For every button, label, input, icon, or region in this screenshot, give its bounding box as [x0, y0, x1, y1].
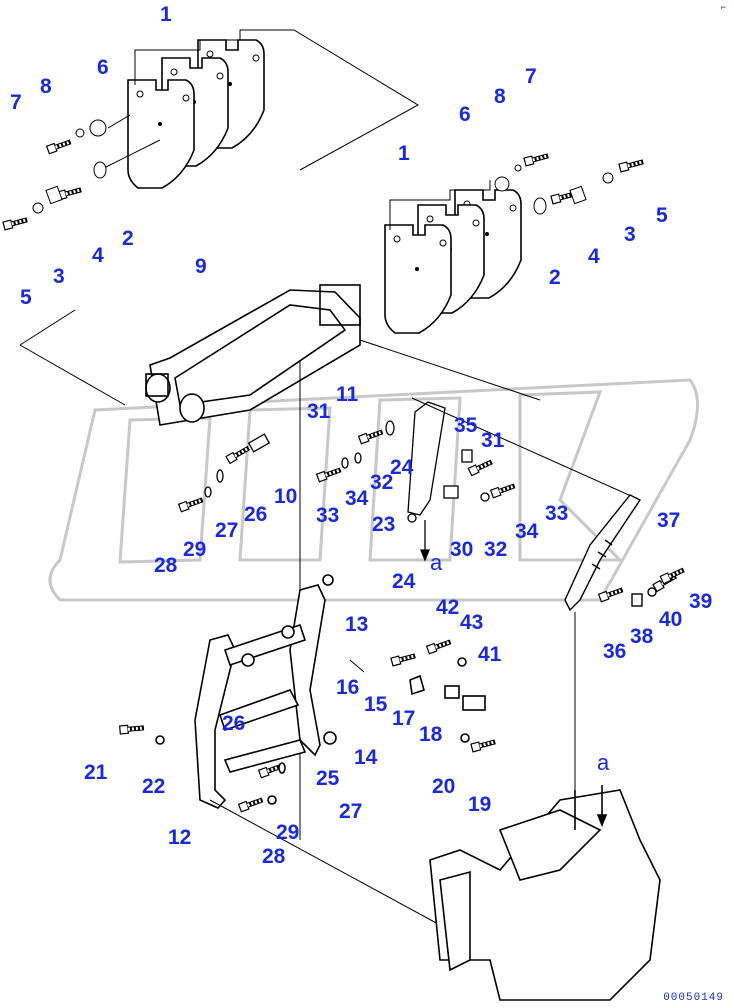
part-label[interactable]: 38: [630, 625, 654, 648]
part-label[interactable]: 25: [316, 767, 340, 790]
part-label[interactable]: 10: [274, 485, 298, 508]
part-label[interactable]: 28: [154, 554, 178, 577]
part-label[interactable]: 19: [468, 793, 492, 816]
part-label[interactable]: 33: [316, 504, 340, 527]
part-label[interactable]: 8: [494, 85, 506, 108]
part-label[interactable]: 28: [262, 845, 286, 868]
part-label[interactable]: 26: [222, 712, 246, 735]
part-label[interactable]: 4: [588, 245, 600, 268]
frame-section: [429, 785, 661, 1001]
caliper-bracket: [19, 284, 541, 426]
part-label[interactable]: 18: [419, 723, 443, 746]
part-label[interactable]: 36: [603, 640, 627, 663]
part-label[interactable]: 5: [656, 204, 668, 227]
part-label[interactable]: 27: [339, 800, 363, 823]
part-label[interactable]: 29: [183, 538, 207, 561]
document-code: 00050149: [663, 992, 724, 1004]
part-label[interactable]: 7: [10, 91, 22, 114]
part-label[interactable]: 6: [459, 103, 471, 126]
part-label[interactable]: 34: [345, 487, 369, 510]
part-label[interactable]: 22: [142, 775, 166, 798]
part-label[interactable]: 41: [478, 643, 502, 666]
part-label[interactable]: 26: [244, 503, 268, 526]
ref-mark-a: a: [597, 750, 610, 775]
part-label[interactable]: 7: [525, 65, 537, 88]
part-label[interactable]: 35: [454, 414, 478, 437]
part-label[interactable]: 2: [549, 266, 561, 289]
part-label[interactable]: 3: [53, 265, 65, 288]
part-label[interactable]: 14: [354, 746, 378, 769]
part-label[interactable]: 30: [450, 538, 474, 561]
part-label[interactable]: 11: [336, 383, 359, 406]
part-label[interactable]: 4: [92, 244, 104, 267]
return-spring: [564, 494, 685, 790]
part-label[interactable]: 12: [168, 826, 192, 849]
part-label[interactable]: 43: [460, 611, 484, 634]
part-label[interactable]: 5: [20, 286, 32, 309]
part-label[interactable]: 24: [392, 570, 416, 593]
part-label[interactable]: 32: [484, 538, 508, 561]
ref-mark-a: a: [430, 550, 443, 575]
linkage-hardware: [179, 360, 641, 840]
part-label[interactable]: 39: [689, 590, 713, 613]
part-label[interactable]: 40: [659, 608, 683, 631]
part-label[interactable]: 8: [40, 75, 52, 98]
part-label[interactable]: 13: [345, 613, 369, 636]
part-label[interactable]: 32: [370, 471, 394, 494]
part-label[interactable]: 16: [336, 676, 360, 699]
part-label[interactable]: 15: [364, 693, 388, 716]
part-label[interactable]: 34: [515, 520, 539, 543]
part-label[interactable]: 31: [307, 400, 331, 423]
part-label[interactable]: 1: [398, 142, 410, 165]
part-label[interactable]: 37: [657, 509, 681, 532]
part-label[interactable]: 33: [545, 502, 569, 525]
brake-pad-assembly-lower: [384, 152, 644, 334]
corner-mark-icon: ⌐: [720, 2, 726, 12]
brake-pad-assembly-upper: [3, 29, 419, 230]
part-label[interactable]: 29: [276, 821, 300, 844]
part-label[interactable]: 21: [84, 761, 108, 784]
part-label[interactable]: 31: [481, 429, 505, 452]
part-label[interactable]: 42: [436, 596, 460, 619]
part-label[interactable]: 1: [160, 3, 172, 26]
part-label[interactable]: 3: [624, 223, 636, 246]
part-label[interactable]: 6: [97, 56, 109, 79]
part-label[interactable]: 23: [372, 513, 396, 536]
part-label[interactable]: 2: [122, 227, 134, 250]
part-label[interactable]: 20: [432, 775, 456, 798]
part-label[interactable]: 24: [390, 456, 414, 479]
part-label[interactable]: 17: [392, 707, 416, 730]
part-label[interactable]: 9: [195, 255, 207, 278]
part-label[interactable]: 27: [215, 519, 239, 542]
lever-assembly: [120, 574, 497, 926]
